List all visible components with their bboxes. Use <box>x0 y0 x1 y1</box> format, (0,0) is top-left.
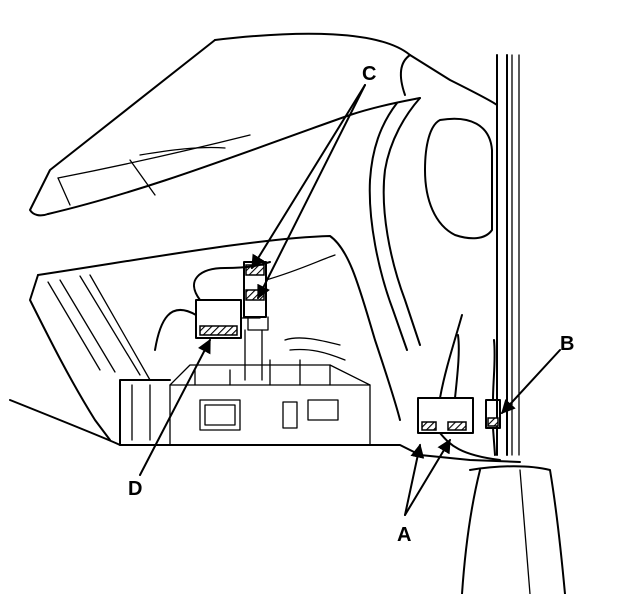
connector-b <box>485 339 501 456</box>
callout-d: D <box>128 478 142 500</box>
pillar-frame <box>496 54 520 456</box>
side-vent <box>424 117 493 240</box>
dashboard-top <box>29 32 498 217</box>
kick-panel <box>461 465 566 594</box>
leader-arrows <box>139 84 561 516</box>
callout-a: A <box>397 524 411 546</box>
glove-box-frame <box>29 97 421 441</box>
lower-console <box>9 329 521 463</box>
connector-a <box>417 314 501 461</box>
connector-c <box>243 254 336 331</box>
callout-b: B <box>560 333 574 355</box>
callout-c: C <box>362 63 376 85</box>
